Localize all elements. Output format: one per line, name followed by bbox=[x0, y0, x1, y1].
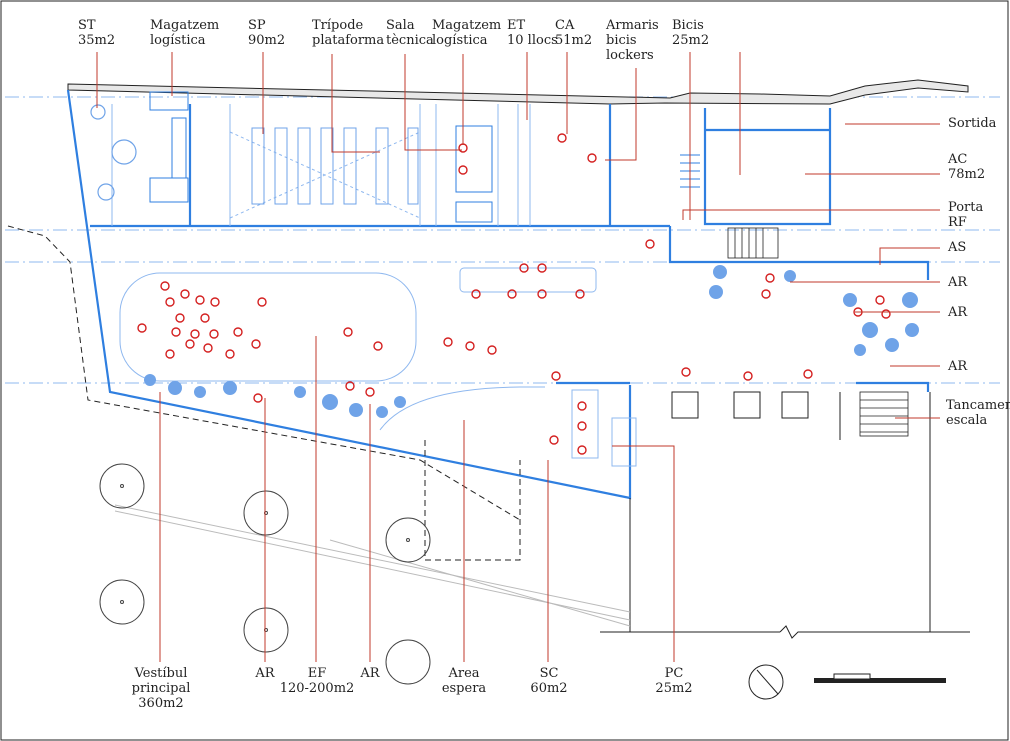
person-red-icon bbox=[137, 133, 891, 455]
site-boundary bbox=[7, 225, 521, 561]
label-tripode: Trípode plataforma bbox=[312, 18, 385, 48]
round-tables bbox=[90, 104, 137, 201]
label-ar-right-2: AR bbox=[948, 305, 968, 320]
label-sp: SP 90m2 bbox=[248, 18, 286, 48]
stair-icon bbox=[727, 227, 909, 437]
label-sortida: Sortida bbox=[948, 116, 997, 131]
north-wall bbox=[67, 79, 969, 105]
label-ar-bottom-2: AR bbox=[360, 666, 380, 681]
label-st: ST 35m2 bbox=[78, 18, 116, 48]
label-area-espera: Area espera bbox=[441, 666, 487, 696]
label-tancament: Tancament escala bbox=[946, 398, 1010, 428]
label-ac: AC 78m2 bbox=[948, 152, 986, 182]
label-ar-right-1: AR bbox=[948, 275, 968, 290]
street-lines bbox=[114, 504, 631, 627]
label-ar-right-3: AR bbox=[948, 359, 968, 374]
partitions bbox=[111, 104, 637, 467]
label-ca: CA 51m2 bbox=[555, 18, 593, 48]
adjacent-structure bbox=[600, 391, 970, 639]
plant-icon bbox=[144, 265, 919, 418]
label-vestibul: Vestíbul principal 360m2 bbox=[131, 666, 191, 711]
label-et: ET 10 llocs bbox=[507, 18, 558, 48]
label-sala-tecnica: Sala tècnica bbox=[386, 18, 434, 48]
label-ar-bottom-1: AR bbox=[255, 666, 275, 681]
label-magatzem-1: Magatzem logística bbox=[150, 18, 220, 48]
tree-icon bbox=[99, 463, 431, 685]
axis-lines bbox=[5, 96, 1000, 384]
label-bicis: Bicis 25m2 bbox=[672, 18, 710, 48]
label-as: AS bbox=[948, 240, 967, 255]
compass-north-icon bbox=[748, 664, 784, 700]
storage-shelves bbox=[149, 91, 493, 223]
leader-lines bbox=[96, 52, 940, 662]
label-ef: EF 120-200m2 bbox=[279, 666, 355, 696]
label-magatzem-2: Magatzem logística bbox=[432, 18, 502, 48]
desks-sp bbox=[251, 127, 419, 205]
label-sc: SC 60m2 bbox=[530, 666, 568, 696]
label-armaris: Armaris bicis lockers bbox=[606, 18, 659, 63]
label-pc: PC 25m2 bbox=[655, 666, 693, 696]
scale-bar-icon bbox=[814, 673, 946, 683]
label-porta-rf: Porta RF bbox=[948, 200, 984, 230]
